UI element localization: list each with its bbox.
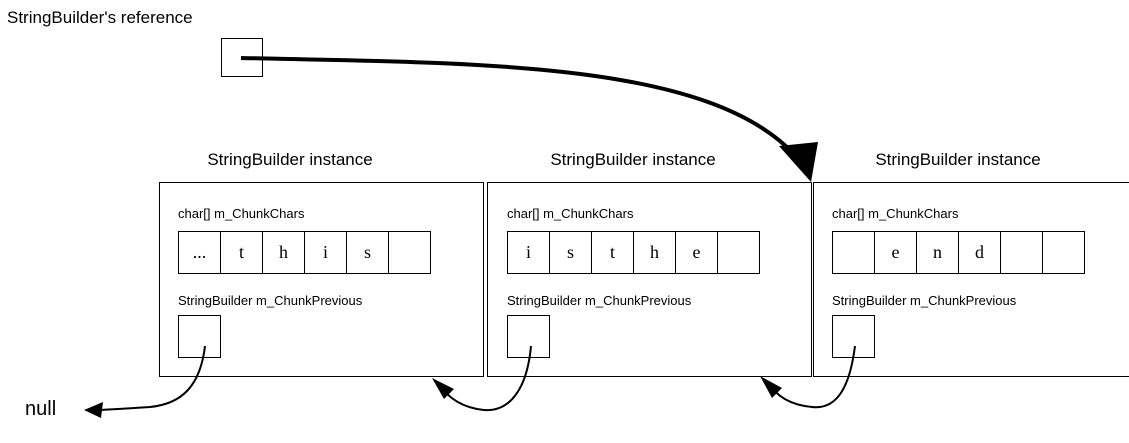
char-cell: s	[346, 231, 389, 274]
instance-2-title: StringBuilder instance	[550, 150, 716, 169]
reference-box	[221, 38, 263, 77]
char-cell: i	[304, 231, 347, 274]
instance-3-box	[813, 182, 1129, 377]
reference-label: StringBuilder's reference	[7, 8, 193, 27]
char-cell: e	[874, 231, 917, 274]
char-cell: h	[262, 231, 305, 274]
char-cell	[1000, 231, 1043, 274]
instance-2-previous-label: StringBuilder m_ChunkPrevious	[507, 293, 692, 308]
char-cell: i	[507, 231, 550, 274]
char-cell	[388, 231, 431, 274]
null-label: null	[25, 398, 57, 420]
instance-1-title: StringBuilder instance	[207, 150, 373, 169]
char-cell: d	[958, 231, 1001, 274]
instance-3-previous-label: StringBuilder m_ChunkPrevious	[832, 293, 1017, 308]
instance-1-char-array: ... t h i s	[178, 231, 431, 274]
previous-arrow-3-to-2-head	[760, 376, 782, 398]
instance-1-chars-label: char[] m_ChunkChars	[178, 206, 305, 221]
reference-arrow	[240, 56, 792, 152]
instance-2-chars-label: char[] m_ChunkChars	[507, 206, 634, 221]
null-arrow-head	[84, 402, 103, 418]
char-cell: t	[591, 231, 634, 274]
char-cell: s	[549, 231, 592, 274]
instance-2-box	[487, 182, 812, 377]
char-cell	[717, 231, 760, 274]
char-cell: ...	[178, 231, 221, 274]
instance-3-title: StringBuilder instance	[875, 150, 1041, 169]
instance-1-previous-box	[178, 315, 221, 358]
instance-1-previous-label: StringBuilder m_ChunkPrevious	[178, 293, 363, 308]
instance-2-previous-box	[507, 315, 550, 358]
instance-2-char-array: i s t h e	[507, 231, 760, 274]
instance-1-box	[159, 182, 484, 377]
char-cell: h	[633, 231, 676, 274]
instance-3-chars-label: char[] m_ChunkChars	[832, 206, 959, 221]
char-cell: e	[675, 231, 718, 274]
instance-3-char-array: e n d	[832, 231, 1085, 274]
char-cell	[832, 231, 875, 274]
instance-3-previous-box	[832, 315, 875, 358]
char-cell: t	[220, 231, 263, 274]
char-cell	[1042, 231, 1085, 274]
previous-arrow-2-to-1-head	[432, 378, 454, 399]
char-cell: n	[916, 231, 959, 274]
